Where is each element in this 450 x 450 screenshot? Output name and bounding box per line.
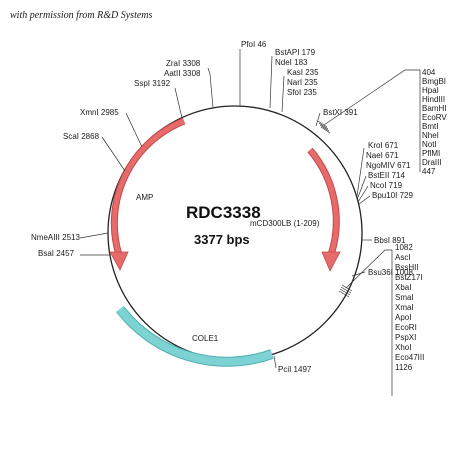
bstapi-tick	[269, 55, 273, 109]
mcs2-pspxi: PspXI	[395, 333, 416, 342]
mcs1-ticks	[317, 69, 421, 172]
site-kroi: KroI 671	[368, 141, 399, 150]
site-bbsi: BbsI 891	[374, 236, 406, 245]
mcs1-ecorv: EcoRV	[422, 113, 447, 122]
zrai-tick	[207, 67, 214, 109]
xmni-tick	[125, 112, 143, 148]
bpu10i-tick	[358, 195, 371, 205]
site-pfoi: PfoI 46	[241, 40, 267, 49]
site-sspi: SspI 3192	[134, 79, 171, 88]
site-ndei: NdeI 183	[275, 58, 308, 67]
credit-text: with permission from R&D Systems	[10, 10, 153, 21]
site-ngomiv: NgoMIV 671	[366, 161, 411, 170]
site-kasi: KasI 235	[287, 68, 319, 77]
site-bpu10i: Bpu10I 729	[372, 191, 413, 200]
site-naei: NaeI 671	[366, 151, 399, 160]
amp-arrowhead	[109, 251, 129, 271]
mcs1-hpai: HpaI	[422, 86, 439, 95]
insert-name: mCD300LB (1-209)	[250, 219, 320, 228]
site-ncoi: NcoI 719	[370, 181, 403, 190]
ncoi-tick	[357, 185, 369, 203]
bstxi-tick	[315, 112, 321, 127]
mcs1-noti: NotI	[422, 140, 437, 149]
mcs1-bmgbi: BmgBI	[422, 77, 446, 86]
mcs2-eco47iii: Eco47III	[395, 353, 424, 362]
mcs1-pflmi: PflMI	[422, 149, 440, 158]
scai-tick	[101, 136, 126, 172]
site-pcii: PciI 1497	[278, 365, 312, 374]
mcs2-start: 1082	[395, 243, 413, 252]
site-aatii: AatII 3308	[164, 69, 201, 78]
mcs2-ticks	[338, 249, 393, 396]
site-bsai: BsaI 2457	[38, 249, 75, 258]
mcs2-end: 1126	[395, 363, 413, 372]
mcs1-draiii: DraIII	[422, 158, 442, 167]
kroi-tick	[356, 147, 365, 197]
mcs2-ecori: EcoRI	[395, 323, 417, 332]
mcs2-xhoi: XhoI	[395, 343, 411, 352]
site-bsteii: BstEII 714	[368, 171, 405, 180]
mcs1-end: 447	[422, 167, 436, 176]
plasmid-size: 3377 bps	[194, 232, 250, 247]
kasi-tick	[281, 75, 285, 113]
site-bsu36i: Bsu36I 1008	[368, 268, 413, 277]
bsu36i-tick	[351, 271, 366, 277]
mcs1-nhei: NheI	[422, 131, 439, 140]
site-nari: NarI 235	[287, 78, 318, 87]
mcs2-xbai: XbaI	[395, 283, 411, 292]
bsteii-tick	[356, 175, 367, 201]
mcs2-xmai: XmaI	[395, 303, 414, 312]
site-scai: ScaI 2868	[63, 132, 100, 141]
site-sfoi: SfoI 235	[287, 88, 317, 97]
mcs2-asci: AscI	[395, 253, 411, 262]
mcs2-bsshii: BssHII	[395, 263, 419, 272]
mcs2-smai: SmaI	[395, 293, 414, 302]
site-bstxi: BstXI 391	[323, 108, 358, 117]
site-bstapi: BstAPI 179	[275, 48, 316, 57]
mcs1-bamhi: BamHI	[422, 104, 446, 113]
insert-arrowhead	[321, 251, 341, 272]
mcs1-bmti: BmtI	[422, 122, 438, 131]
mcs2-apoi: ApoI	[395, 313, 411, 322]
amp-label: AMP	[136, 193, 153, 202]
site-xmni: XmnI 2985	[80, 108, 119, 117]
plasmid-name: RDC3338	[186, 203, 261, 222]
insert-arrow	[308, 148, 339, 256]
cole1-band	[116, 306, 274, 366]
mcs1-start: 404	[422, 68, 436, 77]
cole1-label: COLE1	[192, 334, 219, 343]
nmeaiii-tick	[79, 232, 109, 239]
mcs2-bstz17i: BstZ17I	[395, 273, 423, 282]
mcs1-hindiii: HindIII	[422, 95, 445, 104]
pcii-tick	[273, 355, 277, 369]
site-nmeaiii: NmeAIII 2513	[31, 233, 80, 242]
site-zrai: ZraI 3308	[166, 59, 201, 68]
sspi-tick	[174, 87, 183, 119]
amp-arrow	[111, 118, 185, 256]
